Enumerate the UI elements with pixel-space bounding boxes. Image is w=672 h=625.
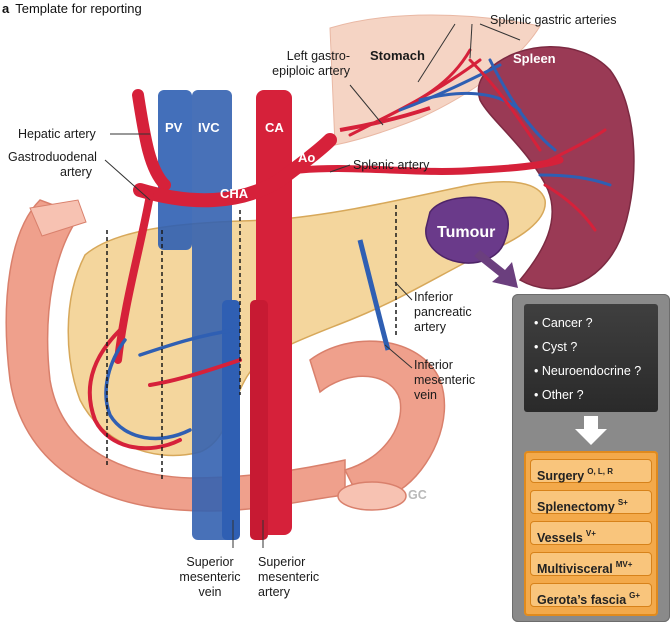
cha-vessel [133,133,337,208]
option-splenectomy-label: Splenectomy [537,500,615,514]
question-cyst: • Cyst ? [534,340,578,354]
option-multivisceral-label: Multivisceral [537,562,613,576]
figure-caption: a Template for reporting [2,1,142,16]
label-left-gastroepiploic-1: Left gastro- [286,49,350,63]
label-ivc: IVC [198,120,220,135]
option-vessels-label: Vessels [537,531,583,545]
label-sm-artery-2: mesenteric [258,570,320,584]
option-multivisceral-sup: MV+ [615,560,633,569]
label-inferior-mesenteric-2: mesenteric [414,373,476,387]
option-surgery-sup: O, L, R [587,467,614,476]
tumour-arrow [474,250,518,288]
sm-artery-vessel [250,300,268,540]
label-sm-vein-2: mesenteric [179,570,241,584]
label-sm-artery-3: artery [258,585,290,599]
label-inferior-pancreatic-1: Inferior [414,290,453,304]
sm-vein-vessel [222,300,240,540]
inferior-mesenteric-vein-vessel [357,239,391,351]
label-pv: PV [165,120,183,135]
label-cha: CHA [220,186,249,201]
label-tumour: Tumour [437,224,496,241]
label-inferior-mesenteric-1: Inferior [414,358,453,372]
label-ao: Ao [298,150,316,165]
down-arrow-icon [575,416,607,445]
label-inferior-mesenteric-3: vein [414,388,437,402]
duodenum-end-shape [29,199,87,237]
pv-vessel [158,90,192,250]
figure-letter: a [2,1,10,16]
resection-lines [106,205,397,480]
label-gastroduodenal-1: Gastroduodenal [8,150,97,164]
jejunum-lumen [337,481,407,511]
left-gastroepiploic-artery-vessel [339,106,431,132]
leader-lines [104,23,521,548]
question-cancer: • Cancer ? [534,316,593,330]
option-splenectomy-sup: S+ [617,498,628,507]
hepatic-artery-vessel [132,89,171,191]
pancreaticoduodenal-arcades [87,328,242,451]
reporting-panel: • Cancer ? • Cyst ? • Neuroendocrine ? •… [512,294,670,622]
option-vessels-sup: V+ [585,529,596,538]
label-gastroduodenal-2: artery [60,165,92,179]
label-splenic-artery: Splenic artery [353,158,430,172]
label-left-gastroepiploic-2: epiploic artery [272,64,350,78]
label-ca: CA [265,120,284,135]
splenic-hilum-vessels [538,128,612,232]
label-gc: GC [408,488,427,502]
label-sm-vein-1: Superior [186,555,234,569]
tumour-mass [425,196,509,264]
label-sm-vein-3: vein [198,585,222,599]
label-hepatic-artery: Hepatic artery [18,127,96,141]
label-inferior-pancreatic-3: artery [414,320,446,334]
gastroduodenal-artery-vessel [114,191,154,364]
label-splenic-gastric-arteries: Splenic gastric arteries [490,13,617,27]
label-inferior-pancreatic-2: pancreatic [414,305,472,319]
label-spleen: Spleen [513,51,556,66]
splenic-artery-vessel [296,156,564,175]
option-surgery-label: Surgery [537,469,585,483]
question-neuroendocrine: • Neuroendocrine ? [534,364,642,378]
option-gerotas-fascia-sup: G+ [629,591,641,600]
option-gerotas-fascia-label: Gerota’s fascia [537,593,627,607]
question-other: • Other ? [534,388,584,402]
label-sm-artery-1: Superior [258,555,306,569]
figure-caption-text: Template for reporting [15,1,142,16]
diagnosis-question-box: • Cancer ? • Cyst ? • Neuroendocrine ? •… [524,304,658,412]
label-stomach: Stomach [370,48,425,63]
